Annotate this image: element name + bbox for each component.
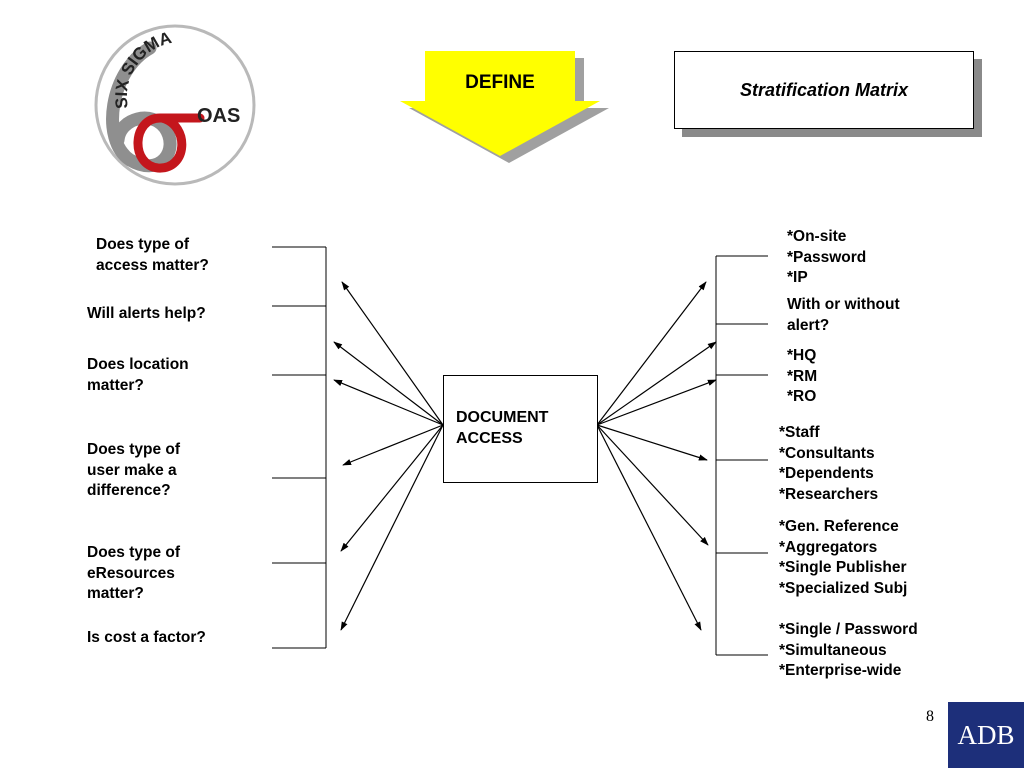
left-question-access: Does type of access matter? <box>96 236 209 274</box>
arrow-right-1 <box>596 281 707 426</box>
left-question-eresources: Does type of eResources matter? <box>87 544 181 602</box>
arrow-left-6 <box>340 424 444 631</box>
page-number: 8 <box>926 708 934 725</box>
right-option-locations: *HQ *RM *RO <box>787 347 818 405</box>
arrow-right-3 <box>596 379 717 426</box>
right-option-user-types: *Staff *Consultants *Dependents *Researc… <box>779 424 879 503</box>
center-node: DOCUMENT ACCESS <box>443 375 598 483</box>
arrow-left-1 <box>341 281 444 426</box>
right-option-eresource-types: *Gen. Reference *Aggregators *Single Pub… <box>779 518 908 597</box>
adb-logo-text: ADB <box>957 719 1015 750</box>
arrow-left-5 <box>340 424 444 552</box>
arrow-right-2 <box>596 341 717 426</box>
left-arrows <box>333 281 444 631</box>
center-node-label: DOCUMENT ACCESS <box>456 409 549 447</box>
left-question-alerts: Will alerts help? <box>87 305 206 322</box>
define-arrow <box>400 51 609 163</box>
left-bracket <box>272 246 327 649</box>
adb-logo: ADB <box>948 702 1024 768</box>
arrow-left-2 <box>333 341 444 426</box>
right-arrows <box>596 281 717 631</box>
arrow-right-6 <box>596 424 702 631</box>
arrow-right-4 <box>596 424 708 461</box>
six-sigma-logo: SIX SIGMA OAS <box>94 24 256 186</box>
left-question-cost: Is cost a factor? <box>87 629 206 646</box>
left-question-location: Does location matter? <box>87 356 189 394</box>
define-label: DEFINE <box>465 72 535 93</box>
right-option-alert: With or without alert? <box>787 296 900 334</box>
page-title: Stratification Matrix <box>739 79 909 100</box>
right-bracket <box>715 255 768 656</box>
arrow-left-4 <box>342 424 444 466</box>
right-option-access-methods: *On-site *Password *IP <box>787 228 867 286</box>
arrow-left-3 <box>333 379 444 426</box>
left-question-user-type: Does type of user make a difference? <box>87 441 181 499</box>
logo-org-text: OAS <box>197 105 240 127</box>
title-box: Stratification Matrix <box>674 51 974 129</box>
arrow-right-5 <box>596 424 709 546</box>
right-option-licensing: *Single / Password *Simultaneous *Enterp… <box>779 621 918 679</box>
